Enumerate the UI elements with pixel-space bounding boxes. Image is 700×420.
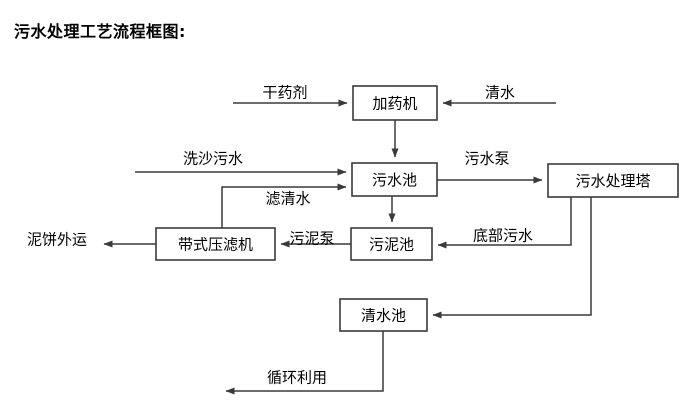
- node-press[interactable]: 带式压滤机: [155, 227, 276, 261]
- node-box-sludge: [350, 227, 433, 261]
- node-label-wastepool: 污水池: [372, 171, 417, 189]
- node-box-press: [155, 227, 276, 261]
- edge-label-cake-out: 泥饼外运: [27, 231, 87, 249]
- node-clearpool[interactable]: 清水池: [339, 298, 428, 332]
- node-box-tower: [547, 163, 679, 198]
- edge-label-waste-pump: 污水泵: [464, 150, 509, 168]
- node-label-press: 带式压滤机: [178, 236, 253, 254]
- edge-label-sludge-pump: 污泥泵: [289, 230, 334, 248]
- node-wastepool[interactable]: 污水池: [351, 162, 438, 197]
- node-label-sludge: 污泥池: [369, 236, 414, 254]
- node-box-clearpool: [339, 298, 428, 332]
- edge-filtrate-to-wastepool: [221, 183, 347, 228]
- edge-label-bottom-waste: 底部污水: [473, 227, 533, 245]
- edge-tower-to-clearpool: [432, 197, 592, 319]
- node-sludge[interactable]: 污泥池: [350, 227, 433, 261]
- edge-label-clean-water-in: 清水: [485, 84, 515, 102]
- node-box-wastepool: [351, 162, 438, 197]
- edge-label-sand-wash: 洗沙污水: [183, 150, 243, 168]
- edge-tower-bottom-to-sludge: [437, 197, 572, 249]
- page-title: 污水处理工艺流程框图:: [14, 22, 186, 41]
- node-box-dosing: [352, 85, 438, 121]
- node-label-tower: 污水处理塔: [575, 172, 650, 190]
- node-label-clearpool: 清水池: [361, 307, 406, 325]
- edge-clearpool-to-recycle: [225, 331, 384, 395]
- node-dosing[interactable]: 加药机: [352, 85, 438, 121]
- node-label-dosing: 加药机: [372, 95, 417, 113]
- edges-layer: [103, 99, 592, 395]
- edge-label-dry-agent: 干药剂: [262, 84, 307, 102]
- node-tower[interactable]: 污水处理塔: [547, 163, 679, 198]
- edge-label-filtrate: 滤清水: [265, 190, 310, 208]
- edge-label-recycle: 循环利用: [267, 369, 327, 387]
